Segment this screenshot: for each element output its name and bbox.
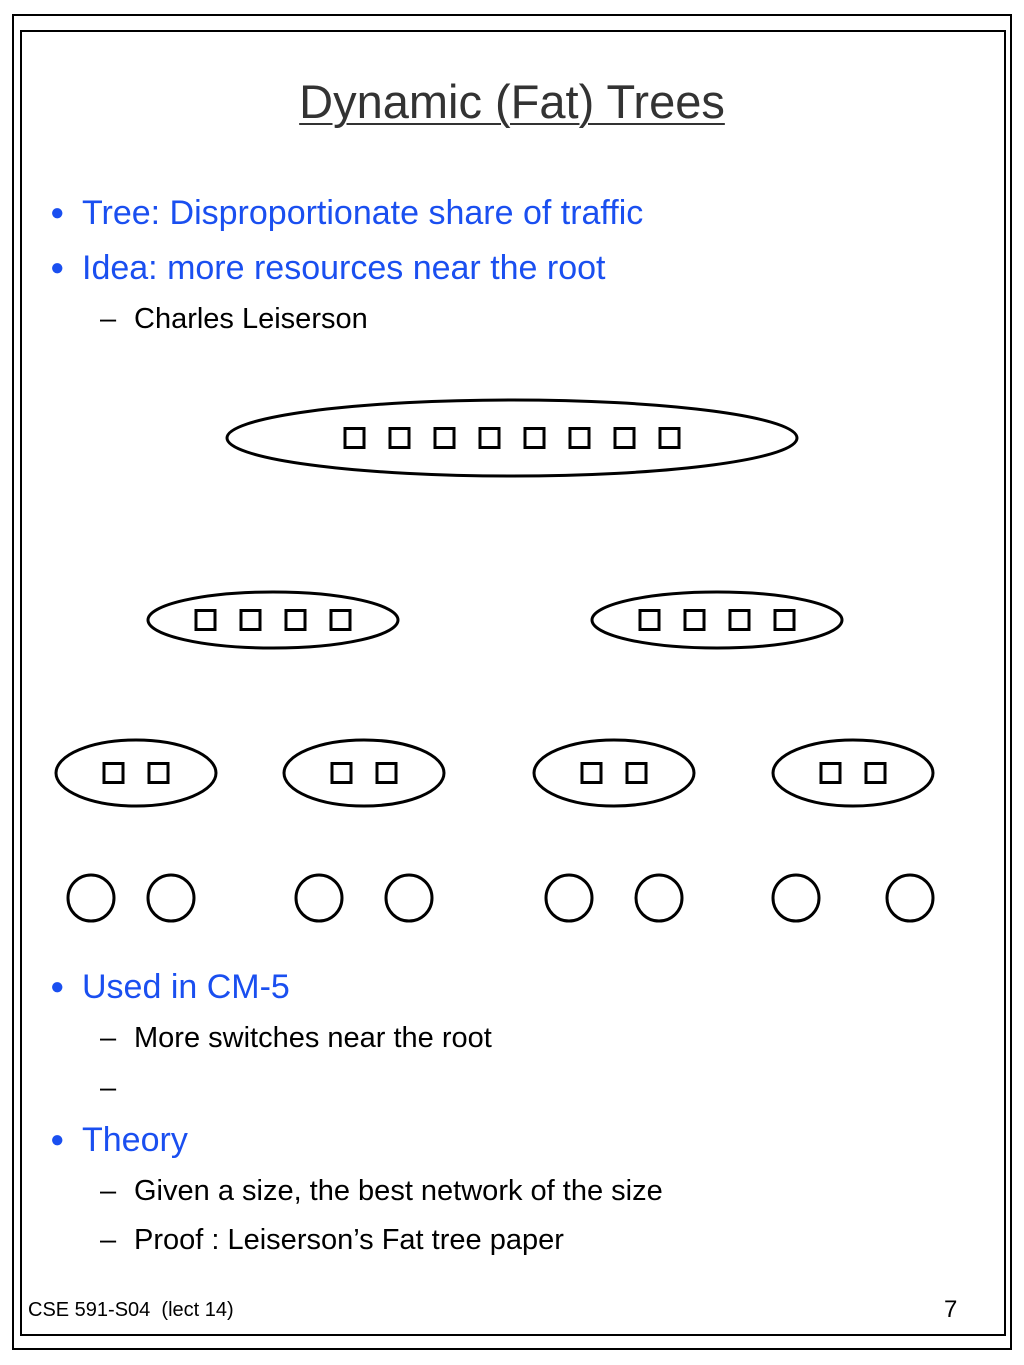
switch-box [728,609,751,631]
switch-box [683,609,706,631]
footer-page-number: 7 [944,1296,958,1323]
switch-box [523,427,546,449]
tree-node-level-3 [282,738,446,808]
switch-box [239,609,262,631]
leaf-processor [544,873,594,923]
switch-box [613,427,636,449]
switch-box [580,762,603,784]
switch-box [102,762,125,784]
bullet-icon: ● [50,1126,65,1153]
sub-bullet-empty: – [100,1074,134,1103]
bullet-used-in-cm5: ● Used in CM-5 [50,970,290,1004]
leaf-processor [885,873,935,923]
tree-node-level-3 [771,738,935,808]
sub-bullet-best-network: –Given a size, the best network of the s… [100,1177,663,1206]
footer-course: CSE 591-S04 (lect 14) [28,1299,234,1321]
switch-box [658,427,681,449]
tree-node-level-3 [54,738,218,808]
leaf-processor [146,873,196,923]
leaf-processor [384,873,434,923]
switch-box [284,609,307,631]
switch-box [773,609,796,631]
slide-inner-border [20,30,1006,1336]
leaf-processor [771,873,821,923]
sub-bullet-text: Proof : Leiserson’s Fat tree paper [134,1224,564,1256]
switch-box [625,762,648,784]
leaf-processor [634,873,684,923]
bullet-idea-resources: ● Idea: more resources near the root [50,251,606,285]
switch-box [194,609,217,631]
switch-box [343,427,366,449]
dash-icon: – [100,1072,117,1104]
tree-node-level-1 [225,398,799,478]
dash-icon: – [100,1022,117,1054]
switch-box [147,762,170,784]
bullet-text: Theory [82,1121,188,1159]
dash-icon: – [100,1175,117,1207]
slide-title: Dynamic (Fat) Trees [299,75,725,128]
dash-icon: – [100,1224,117,1256]
switch-box [329,609,352,631]
bullet-text: Idea: more resources near the root [82,249,606,287]
switch-box [568,427,591,449]
sub-bullet-charles-leiserson: –Charles Leiserson [100,305,368,334]
bullet-text: Tree: Disproportionate share of traffic [82,194,644,232]
switch-box [375,762,398,784]
leaf-processor [294,873,344,923]
sub-bullet-text: Given a size, the best network of the si… [134,1175,663,1207]
leaf-processor [66,873,116,923]
switch-box [638,609,661,631]
sub-bullet-text: More switches near the root [134,1022,492,1054]
tree-node-level-2 [146,590,400,650]
sub-bullet-more-switches: –More switches near the root [100,1024,492,1053]
tree-node-level-2 [590,590,844,650]
switch-box [388,427,411,449]
switch-box [478,427,501,449]
bullet-tree-traffic: ● Tree: Disproportionate share of traffic [50,196,643,230]
bullet-text: Used in CM-5 [82,968,290,1006]
bullet-theory: ● Theory [50,1123,188,1157]
bullet-icon: ● [50,199,65,226]
bullet-icon: ● [50,254,65,281]
switch-box [864,762,887,784]
switch-box [330,762,353,784]
switch-box [433,427,456,449]
tree-node-level-3 [532,738,696,808]
fat-tree-diagram [54,398,935,923]
bullet-icon: ● [50,973,65,1000]
slide-outer-border [12,14,1012,1350]
dash-icon: – [100,303,117,335]
switch-box [819,762,842,784]
sub-bullet-text: Charles Leiserson [134,303,368,335]
sub-bullet-proof: –Proof : Leiserson’s Fat tree paper [100,1226,564,1255]
